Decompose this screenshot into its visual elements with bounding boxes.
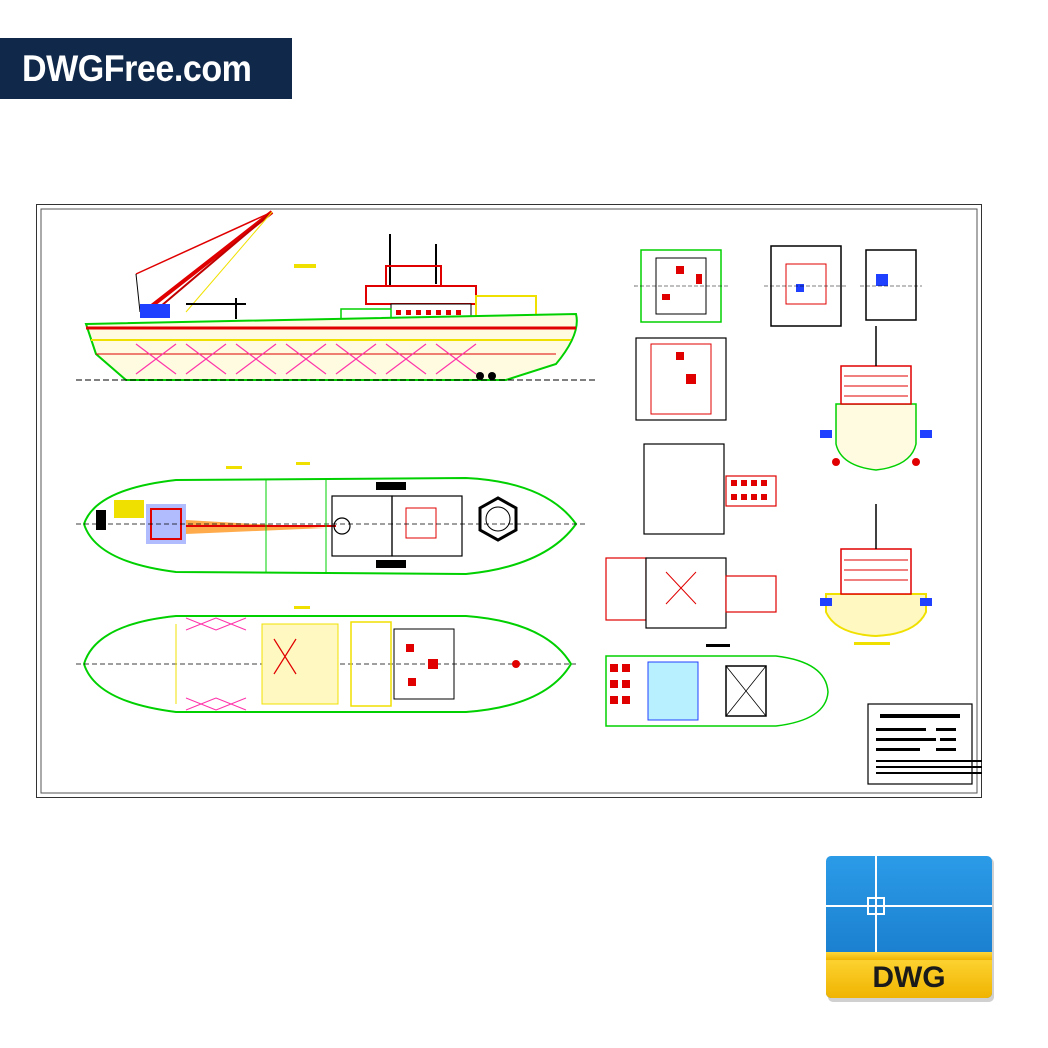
ship-cad-drawing [36, 204, 982, 798]
dwg-file-icon: DWG [826, 856, 996, 1004]
dwg-file-icon-graphic: DWG [826, 856, 994, 1002]
ship-lower-deck-plan [76, 606, 576, 713]
site-logo-text: DWGFree.com [22, 47, 252, 89]
ship-deck-plan [76, 466, 586, 576]
ship-deck-detail-plans [605, 245, 932, 727]
site-logo[interactable]: DWGFree.com [0, 38, 292, 99]
dwg-file-label: DWG [872, 961, 945, 994]
ship-profile-view [76, 210, 596, 465]
cad-drawing-sheet [36, 204, 982, 798]
drawing-title-block [867, 703, 982, 785]
